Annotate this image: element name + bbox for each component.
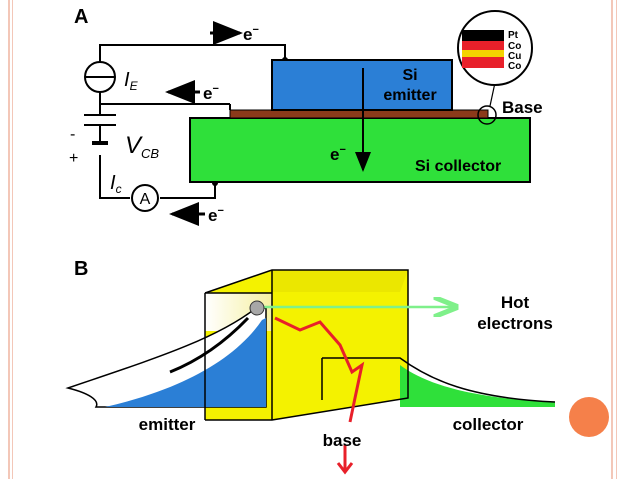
injected-electron <box>249 300 265 316</box>
svg-text:e−: e− <box>208 205 224 225</box>
slide-border-left <box>8 0 10 479</box>
collector-band <box>322 357 556 403</box>
ammeter-symbol <box>131 184 159 212</box>
emitter-label: emitter <box>139 415 196 434</box>
si-collector-label: Si collector <box>415 158 501 175</box>
base-label: Base <box>502 98 543 117</box>
ie-subscript: E <box>130 79 139 93</box>
ie-label: I <box>124 69 130 91</box>
current-source-symbol <box>84 61 116 93</box>
collector-label: collector <box>453 415 524 434</box>
si-collector-block <box>189 117 531 183</box>
vcb-label: V <box>125 132 143 159</box>
layer-label-cu: Cu <box>508 51 521 62</box>
svg-text:Ic: Ic <box>110 172 122 196</box>
panel-a: A IE <box>69 6 543 226</box>
emitter-electron-trace <box>169 316 250 374</box>
electron-label-mid: e <box>203 84 212 103</box>
electron-label-vertical: e <box>330 145 339 164</box>
base-box-edges <box>204 269 409 421</box>
svg-text:e−: e− <box>330 144 346 164</box>
svg-text:IE: IE <box>124 69 139 93</box>
layer-label-co-top: Co <box>508 41 521 52</box>
vcb-subscript: CB <box>141 146 159 161</box>
battery-minus: - <box>70 126 75 143</box>
collector-fill <box>400 365 555 407</box>
electron-label-bottom: e <box>208 206 217 225</box>
emitter-fill <box>105 318 266 407</box>
battery-symbol <box>84 114 116 145</box>
battery-plus: + <box>69 150 78 167</box>
hot-label-line2: electrons <box>477 314 553 333</box>
hot-label-line1: Hot <box>501 293 530 312</box>
slide-border-right-inner <box>616 0 617 479</box>
svg-text:VCB: VCB <box>125 132 159 161</box>
decorative-orange-circle <box>569 397 609 437</box>
panel-b-label: B <box>74 258 88 280</box>
panel-a-label: A <box>74 6 88 28</box>
ic-label: I <box>110 172 116 194</box>
slide-border-right <box>611 0 613 479</box>
scattered-electron-path <box>274 316 365 423</box>
layer-label-pt: Pt <box>508 30 519 41</box>
base-label-b: base <box>323 431 362 450</box>
electron-arrows <box>165 21 243 226</box>
layer-stack-inset: Pt Co Cu Co <box>457 10 533 86</box>
circuit-wires <box>99 44 286 199</box>
layer-label-co-bottom: Co <box>508 61 521 72</box>
svg-text:e−: e− <box>243 24 259 44</box>
ic-subscript: c <box>116 182 122 196</box>
base-zoom-circle <box>477 105 497 125</box>
ammeter-label: A <box>140 191 151 208</box>
panel-b: B <box>65 258 556 475</box>
electron-label-top: e <box>243 25 252 44</box>
si-emitter-label-line2: emitter <box>383 87 436 104</box>
slide-border-left-inner <box>12 0 13 479</box>
si-emitter-label-line1: Si <box>402 67 417 84</box>
svg-text:e−: e− <box>203 83 219 103</box>
base-layer-strip <box>229 109 489 119</box>
